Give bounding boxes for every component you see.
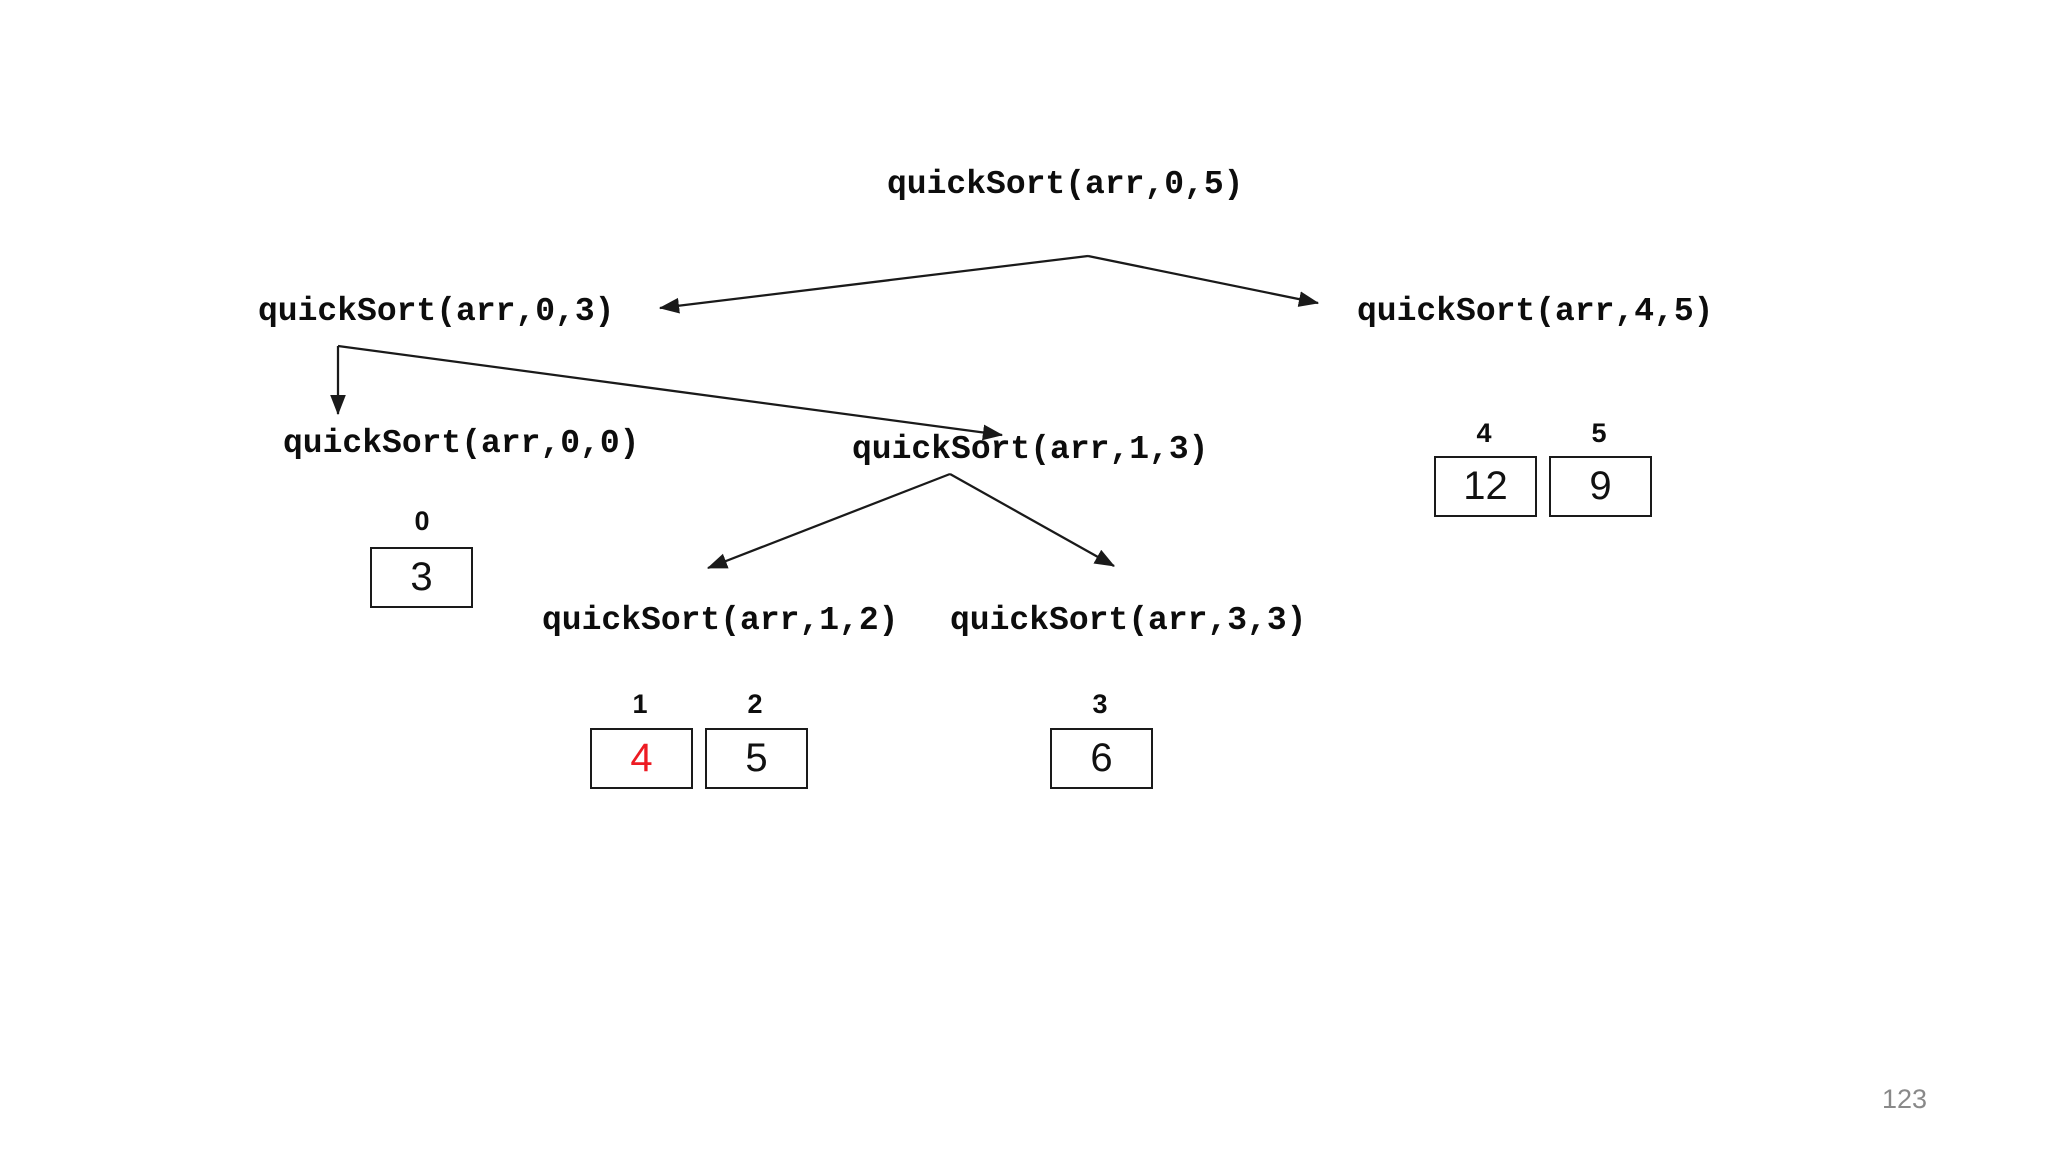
call-label-quicksort-3-3: quickSort(arr,3,3) <box>950 602 1307 639</box>
edge-qs13-to-qs12 <box>706 472 951 570</box>
call-label-quicksort-0-5: quickSort(arr,0,5) <box>887 166 1244 203</box>
call-label-quicksort-0-0: quickSort(arr,0,0) <box>283 425 640 462</box>
page-number: 123 <box>1882 1084 1928 1114</box>
edge-qs05-to-qs03 <box>658 254 1089 314</box>
array-index-label-0: 0 <box>414 506 430 536</box>
call-label-quicksort-1-3: quickSort(arr,1,3) <box>852 431 1209 468</box>
array-index-label-1: 1 <box>632 689 648 719</box>
call-label-quicksort-0-3: quickSort(arr,0,3) <box>258 293 615 330</box>
call-label-quicksort-1-2: quickSort(arr,1,2) <box>542 602 899 639</box>
call-label-quicksort-4-5: quickSort(arr,4,5) <box>1357 293 1714 330</box>
array-index-label-3: 3 <box>1092 689 1108 719</box>
edge-qs05-to-qs45 <box>1087 254 1320 307</box>
array-index-label-4: 4 <box>1476 418 1492 448</box>
array-cell-5: 9 <box>1549 456 1652 517</box>
array-index-label-5: 5 <box>1591 418 1607 448</box>
array-index-label-2: 2 <box>747 689 763 719</box>
array-cell-3: 6 <box>1050 728 1153 789</box>
array-cell-1-highlighted: 4 <box>590 728 693 789</box>
edge-qs13-to-qs33 <box>949 473 1115 567</box>
array-cell-4: 12 <box>1434 456 1537 517</box>
array-cell-2: 5 <box>705 728 808 789</box>
edge-qs03-to-qs13 <box>337 344 1004 441</box>
array-cell-0: 3 <box>370 547 473 608</box>
